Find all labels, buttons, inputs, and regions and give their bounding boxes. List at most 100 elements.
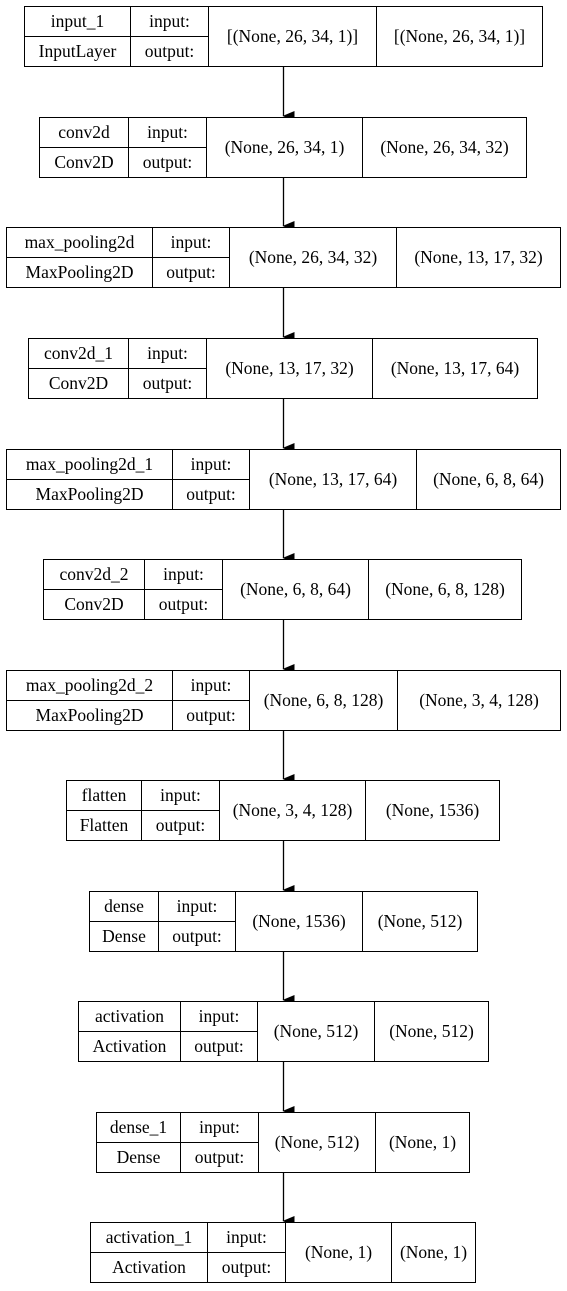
output-shape: (None, 26, 34, 32): [380, 137, 509, 157]
layer-type: Activation: [112, 1257, 186, 1277]
io-labels: input: output:: [131, 7, 209, 66]
input-shape: (None, 26, 34, 32): [230, 228, 397, 287]
io-labels: input: output:: [173, 671, 250, 730]
input-shape: (None, 13, 17, 32): [207, 339, 373, 398]
input-label: input:: [173, 450, 249, 480]
output-label: output:: [186, 705, 236, 725]
layer-type: Conv2D: [54, 152, 114, 172]
output-shape: (None, 6, 8, 128): [385, 579, 505, 599]
layer-type: Flatten: [79, 815, 129, 835]
output-label: output:: [144, 41, 195, 61]
input-label: input:: [181, 1002, 257, 1032]
io-labels: input:output:: [129, 118, 207, 177]
layer-name: max_pooling2d_1: [7, 450, 172, 480]
output-shape: (None, 13, 17, 32): [414, 247, 543, 267]
io-labels: input: output:: [145, 560, 223, 619]
layer-name: activation: [79, 1002, 180, 1032]
output-shape: (None, 6, 8, 64): [433, 469, 544, 489]
input-shape: (None, 1): [286, 1223, 392, 1282]
io-labels: input:output:: [129, 339, 207, 398]
input-shape: (None, 6, 8, 64): [223, 560, 369, 619]
layer-name: dense: [90, 892, 158, 922]
input-label: input:: [181, 1113, 258, 1143]
layer-name: max_pooling2d_2: [7, 671, 172, 701]
input-shape: [(None, 26, 34, 1)]: [209, 7, 377, 66]
layer-name: max_pooling2d: [7, 228, 152, 258]
input-label: input:: [142, 781, 219, 811]
io-labels: input: output:: [208, 1223, 286, 1282]
layer-type: Conv2D: [64, 594, 124, 614]
input-label: input:: [208, 1223, 285, 1253]
layer-name: flatten: [67, 781, 141, 811]
input-shape: (None, 6, 8, 128): [250, 671, 398, 730]
io-labels: input: output:: [181, 1113, 259, 1172]
output-label: output:: [142, 152, 193, 172]
output-shape: (None, 1): [388, 1132, 457, 1152]
layer-type: Dense: [102, 926, 146, 946]
io-labels: input: output:: [142, 781, 220, 840]
output-label: output:: [172, 926, 222, 946]
input-label: input:: [173, 671, 249, 701]
layer-name: input_1: [25, 7, 130, 37]
input-label: input:: [131, 7, 208, 37]
io-labels: input: output:: [159, 892, 236, 951]
input-label: input:: [153, 228, 229, 258]
layer-type: Conv2D: [48, 373, 109, 393]
layer-name: conv2d: [40, 118, 128, 148]
output-label: output:: [158, 594, 209, 614]
input-label: input:: [129, 339, 206, 369]
output-label: output:: [221, 1257, 272, 1277]
layer-type: MaxPooling2D: [35, 705, 144, 725]
input-shape: (None, 512): [258, 1002, 375, 1061]
input-shape: (None, 26, 34, 1): [207, 118, 363, 177]
output-shape: (None, 512): [377, 911, 463, 931]
layer-name: dense_1: [97, 1113, 180, 1143]
output-shape: (None, 13, 17, 64): [390, 358, 520, 378]
input-label: input:: [145, 560, 222, 590]
output-label: output:: [155, 815, 206, 835]
layer-name: activation_1: [91, 1223, 207, 1253]
io-labels: input:output:: [181, 1002, 258, 1061]
output-shape: (None, 3, 4, 128): [419, 690, 539, 710]
layer-type: Dense: [116, 1147, 161, 1167]
layer-type: Activation: [92, 1036, 167, 1056]
layer-type: MaxPooling2D: [35, 484, 144, 504]
io-labels: input: output:: [153, 228, 230, 287]
output-shape: (None, 1536): [385, 800, 480, 820]
input-shape: (None, 1536): [236, 892, 363, 951]
io-labels: input:output:: [173, 450, 250, 509]
layer-name: conv2d_1: [29, 339, 128, 369]
output-label: output:: [166, 262, 216, 282]
layer-name: conv2d_2: [44, 560, 144, 590]
output-label: output:: [194, 1147, 245, 1167]
input-shape: (None, 3, 4, 128): [220, 781, 366, 840]
output-shape: [(None, 26, 34, 1)]: [393, 26, 526, 46]
layer-type: MaxPooling2D: [25, 262, 134, 282]
output-shape: (None, 512): [389, 1021, 474, 1041]
input-label: input:: [159, 892, 235, 922]
layer-type: InputLayer: [38, 41, 117, 61]
